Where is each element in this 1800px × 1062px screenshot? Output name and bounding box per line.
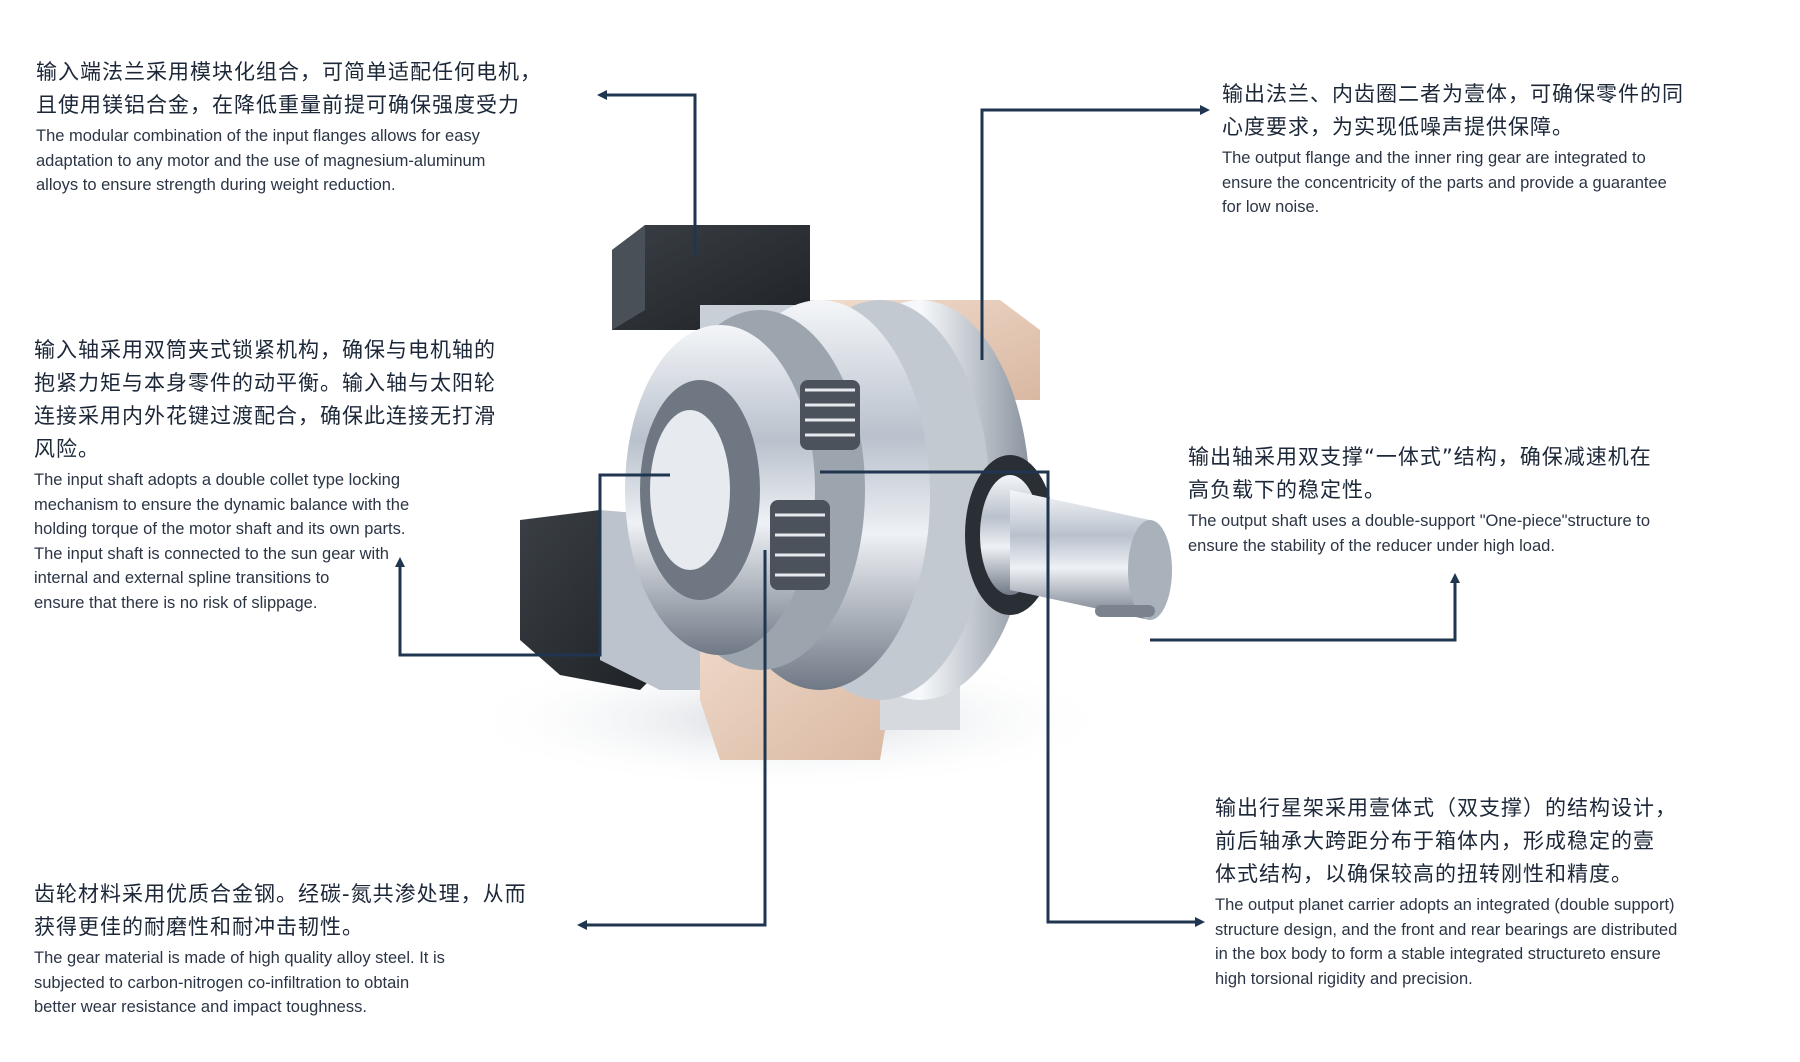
callout-input-flange: 输入端法兰采用模块化组合，可简单适配任何电机， 且使用镁铝合金，在降低重量前提可… <box>36 56 616 198</box>
callout-zh: 输入轴采用双筒夹式锁紧机构，确保与电机轴的 抱紧力矩与本身零件的动平衡。输入轴与… <box>34 338 496 461</box>
callout-planet-carrier: 输出行星架采用壹体式（双支撑）的结构设计， 前后轴承大跨距分布于箱体内，形成稳定… <box>1215 792 1785 991</box>
callout-output-shaft: 输出轴采用双支撑“一体式”结构，确保减速机在 高负载下的稳定性。 The out… <box>1188 441 1758 558</box>
callout-input-shaft: 输入轴采用双筒夹式锁紧机构，确保与电机轴的 抱紧力矩与本身零件的动平衡。输入轴与… <box>34 334 554 615</box>
leader-input-flange <box>597 90 697 255</box>
leader-input-shaft <box>395 473 670 657</box>
callout-en: The gear material is made of high qualit… <box>34 949 445 1016</box>
callout-zh: 输出法兰、内齿圈二者为壹体，可确保零件的同 心度要求，为实现低噪声提供保障。 <box>1222 82 1684 139</box>
callout-zh: 输入端法兰采用模块化组合，可简单适配任何电机， 且使用镁铝合金，在降低重量前提可… <box>36 60 542 117</box>
callout-en: The output shaft uses a double-support "… <box>1188 512 1651 555</box>
gear-body-part <box>625 300 1030 700</box>
callout-en: The input shaft adopts a double collet t… <box>34 471 410 612</box>
callout-output-flange: 输出法兰、内齿圈二者为壹体，可确保零件的同 心度要求，为实现低噪声提供保障。 T… <box>1222 78 1782 220</box>
callout-en: The output planet carrier adopts an inte… <box>1215 896 1678 988</box>
callout-en: The modular combination of the input fla… <box>36 127 486 194</box>
leader-output-shaft <box>1150 573 1460 642</box>
callout-zh: 齿轮材料采用优质合金钢。经碳-氮共渗处理，从而 获得更佳的耐磨性和耐冲击韧性。 <box>34 882 527 939</box>
callout-zh: 输出轴采用双支撑“一体式”结构，确保减速机在 高负载下的稳定性。 <box>1188 445 1652 502</box>
callout-gear-material: 齿轮材料采用优质合金钢。经碳-氮共渗处理，从而 获得更佳的耐磨性和耐冲击韧性。 … <box>34 878 614 1020</box>
output-shaft-part <box>965 455 1172 620</box>
leader-planet-carrier <box>820 470 1205 927</box>
callout-zh: 输出行星架采用壹体式（双支撑）的结构设计， 前后轴承大跨距分布于箱体内，形成稳定… <box>1215 796 1677 886</box>
leader-lines <box>395 90 1460 930</box>
leader-output-flange <box>980 105 1210 360</box>
leader-gear-material <box>577 550 767 930</box>
callout-en: The output flange and the inner ring gea… <box>1222 149 1667 216</box>
